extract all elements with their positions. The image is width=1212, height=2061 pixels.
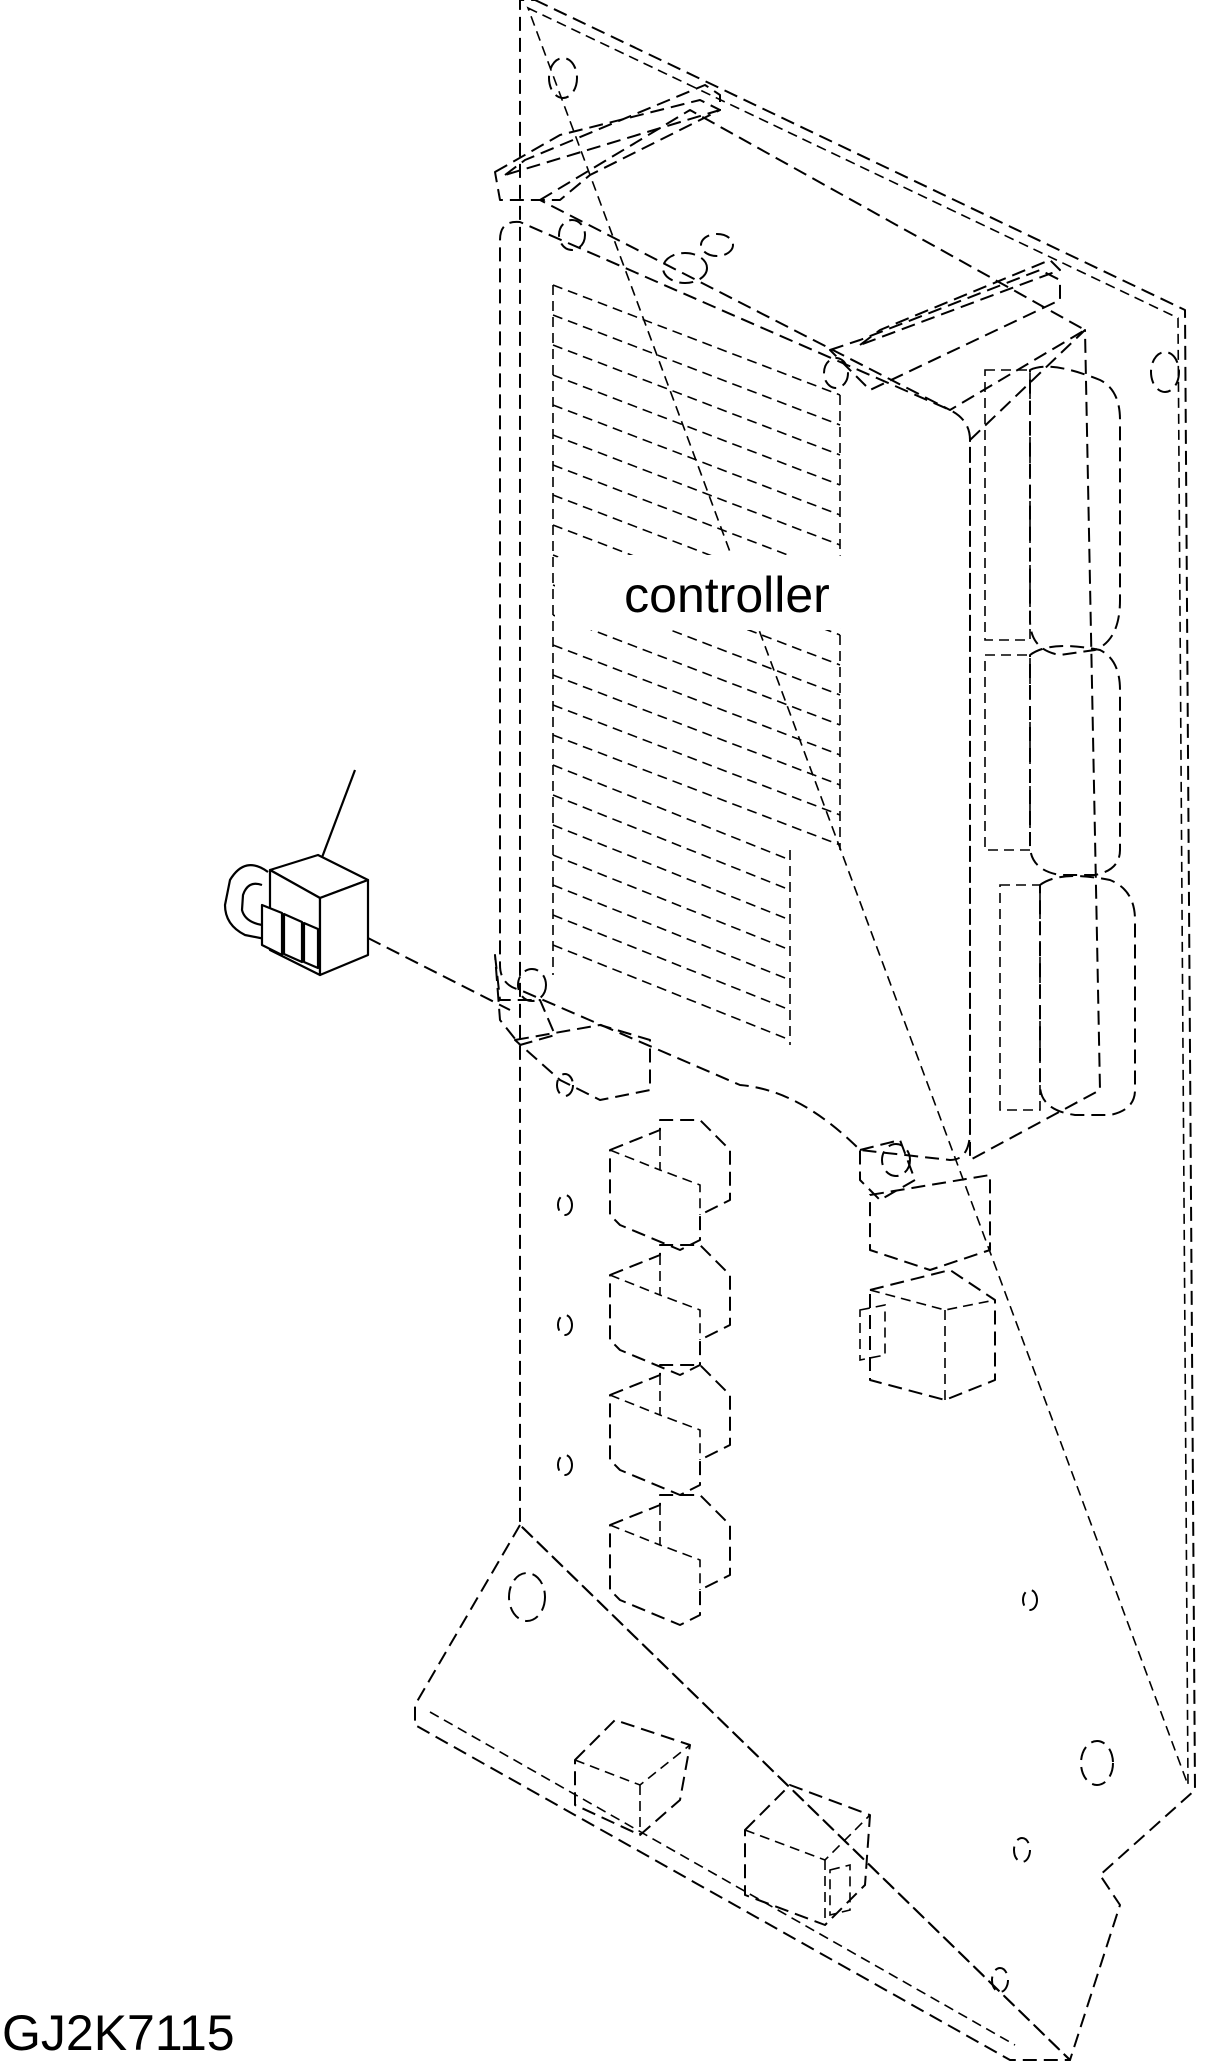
- controller-front-face: [499, 220, 971, 1161]
- relay-terminal-1: [260, 903, 284, 957]
- connector-upper: [1029, 365, 1121, 656]
- controller-connectors: [984, 365, 1136, 1116]
- bracket-hole-left-3: [557, 1454, 573, 1476]
- relay-block-2: [609, 1244, 731, 1376]
- mount-ear-top-left: [494, 84, 721, 251]
- assembly-line: [367, 937, 511, 1011]
- highlighted-relay-part: [223, 769, 511, 1011]
- bracket-hole-foot-low-1: [1013, 1837, 1031, 1863]
- controller-top-face: [539, 109, 1086, 411]
- controller-unit: controller: [494, 84, 1136, 1271]
- controller-label-background: [555, 555, 845, 630]
- bracket-hole-foot-low-2: [991, 1967, 1009, 1993]
- bracket-hole-foot-right: [1080, 1740, 1114, 1786]
- bracket-back-plate-inner-edge: [526, 6, 1189, 1786]
- relay-block-4: [609, 1494, 731, 1626]
- bracket-hole-top-left: [548, 57, 578, 99]
- bracket-back-plate: [519, 0, 1196, 2061]
- relay-terminal-3: [302, 921, 320, 970]
- cooling-fins: [552, 284, 841, 1045]
- relay-block-3: [609, 1364, 731, 1496]
- foot-block-2: [744, 1784, 871, 1926]
- controller-side-face: [969, 329, 1101, 1161]
- connector-lower: [1039, 875, 1136, 1116]
- bracket-hole-left-1: [557, 1194, 573, 1216]
- bracket-foot-edge: [429, 1711, 1016, 2046]
- controller-top-boss-2: [700, 233, 734, 257]
- bracket-hole-foot-left: [508, 1572, 546, 1622]
- figure-code: GJ2K7115: [2, 2005, 235, 2061]
- mount-ear-top-right: [823, 259, 1061, 391]
- relay-block-1: [609, 1119, 731, 1251]
- mounting-bracket: [414, 0, 1196, 2061]
- relay-terminal-2: [282, 912, 304, 964]
- mount-ear-bottom-right: [859, 1139, 991, 1271]
- relay-block-right: [859, 1269, 996, 1401]
- relay-blocks: [574, 1119, 996, 1926]
- bracket-hole-top-right: [1150, 351, 1180, 393]
- bracket-hole-right-1: [1022, 1589, 1038, 1611]
- relay-clip: [223, 864, 271, 942]
- controller-label: controller: [624, 567, 830, 623]
- bracket-hole-left-2: [557, 1314, 573, 1336]
- controller-top-boss-1: [662, 252, 708, 284]
- leader-line: [316, 769, 357, 869]
- bracket-foot-flange: [414, 1524, 1071, 2061]
- foot-block-1: [574, 1719, 691, 1836]
- connector-middle: [1029, 645, 1121, 876]
- bracket-hole-mid-left: [556, 1073, 574, 1097]
- relay-body-side: [318, 878, 370, 977]
- mount-ear-bottom-left: [494, 954, 651, 1101]
